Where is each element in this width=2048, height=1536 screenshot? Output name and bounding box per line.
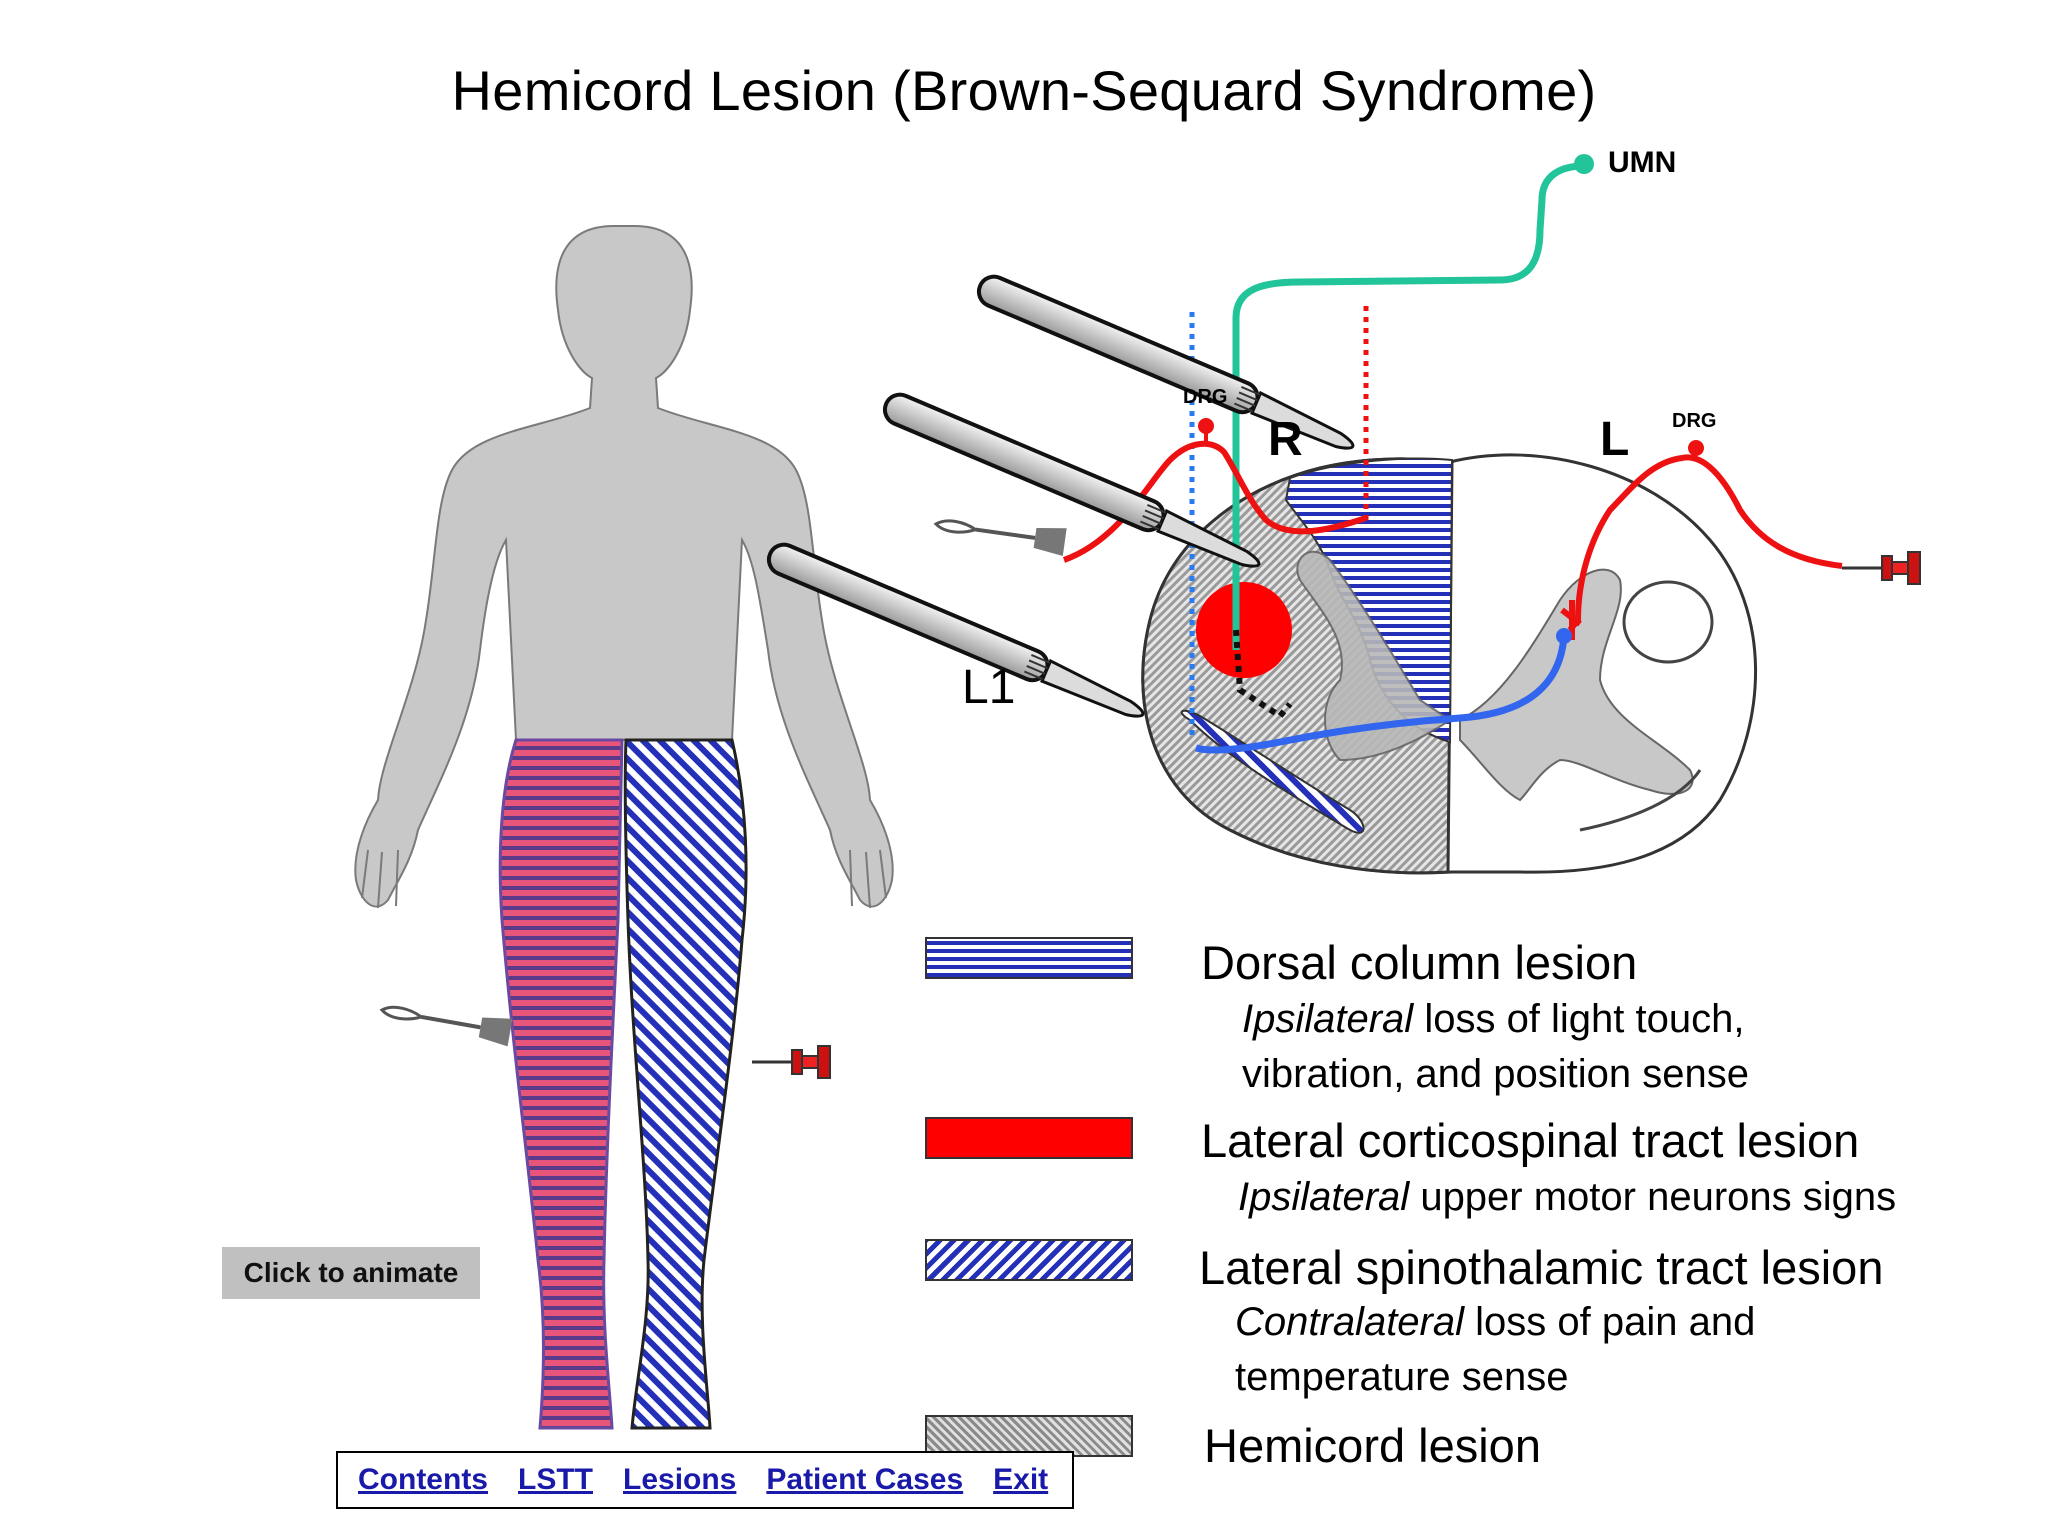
- legend-sub-lcst: Ipsilateral upper motor neurons signs: [1238, 1175, 1897, 1219]
- legend-heading-dorsal-column: Dorsal column lesion: [1201, 936, 1638, 989]
- nav-link-patient-cases[interactable]: Patient Cases: [766, 1463, 964, 1496]
- pin-icon: [752, 1045, 831, 1079]
- brush-icon: [379, 1005, 513, 1047]
- nav-link-contents[interactable]: Contents: [358, 1463, 488, 1496]
- nav-link-lstt[interactable]: LSTT: [518, 1463, 593, 1496]
- legend-swatch-dorsal-column: [925, 937, 1133, 979]
- legend-heading-lstt: Lateral spinothalamic tract lesion: [1199, 1241, 1884, 1294]
- scalpel-icon: [766, 542, 1145, 718]
- side-right-label: R: [1268, 413, 1303, 466]
- pin-icon: [1842, 551, 1921, 585]
- scalpel-icon: [882, 392, 1261, 568]
- umn-tract: [1232, 162, 1585, 650]
- nav-bar: Contents LSTT Lesions Patient Cases Exit: [336, 1451, 1074, 1509]
- drg-right-label: DRG: [1183, 386, 1228, 408]
- nav-link-lesions[interactable]: Lesions: [623, 1463, 737, 1496]
- legend-sub-dorsal-column: Ipsilateral loss of light touch,: [1242, 997, 1745, 1041]
- stt-fiber: [1195, 635, 1568, 754]
- legend-heading-lcst: Lateral corticospinal tract lesion: [1201, 1114, 1860, 1167]
- legend-heading-hemicord: Hemicord lesion: [1204, 1419, 1541, 1472]
- nav-link-exit[interactable]: Exit: [993, 1463, 1049, 1496]
- umn-label: UMN: [1608, 146, 1677, 179]
- page-title: Hemicord Lesion (Brown-Sequard Syndrome): [451, 59, 1597, 122]
- legend-sub-lstt-2: temperature sense: [1235, 1355, 1569, 1399]
- drg-left-label: DRG: [1672, 410, 1717, 432]
- side-left-label: L: [1600, 413, 1630, 466]
- right-leg-lcst-region: [498, 738, 624, 1430]
- legend-sub-lstt: Contralateral loss of pain and: [1235, 1300, 1756, 1344]
- left-pain-fiber: [1567, 454, 1843, 632]
- left-leg-lstt-region: [623, 738, 748, 1430]
- scalpel-icon: [976, 274, 1355, 450]
- legend-swatch-lstt: [925, 1239, 1133, 1281]
- brush-icon: [933, 519, 1067, 556]
- legend-sub-dorsal-column-2: vibration, and position sense: [1242, 1052, 1749, 1096]
- legend-swatch-lcst: [925, 1117, 1133, 1159]
- animate-button[interactable]: Click to animate: [222, 1247, 480, 1299]
- level-label: L1: [962, 661, 1016, 714]
- spinal-cord-icon: [1141, 453, 1757, 875]
